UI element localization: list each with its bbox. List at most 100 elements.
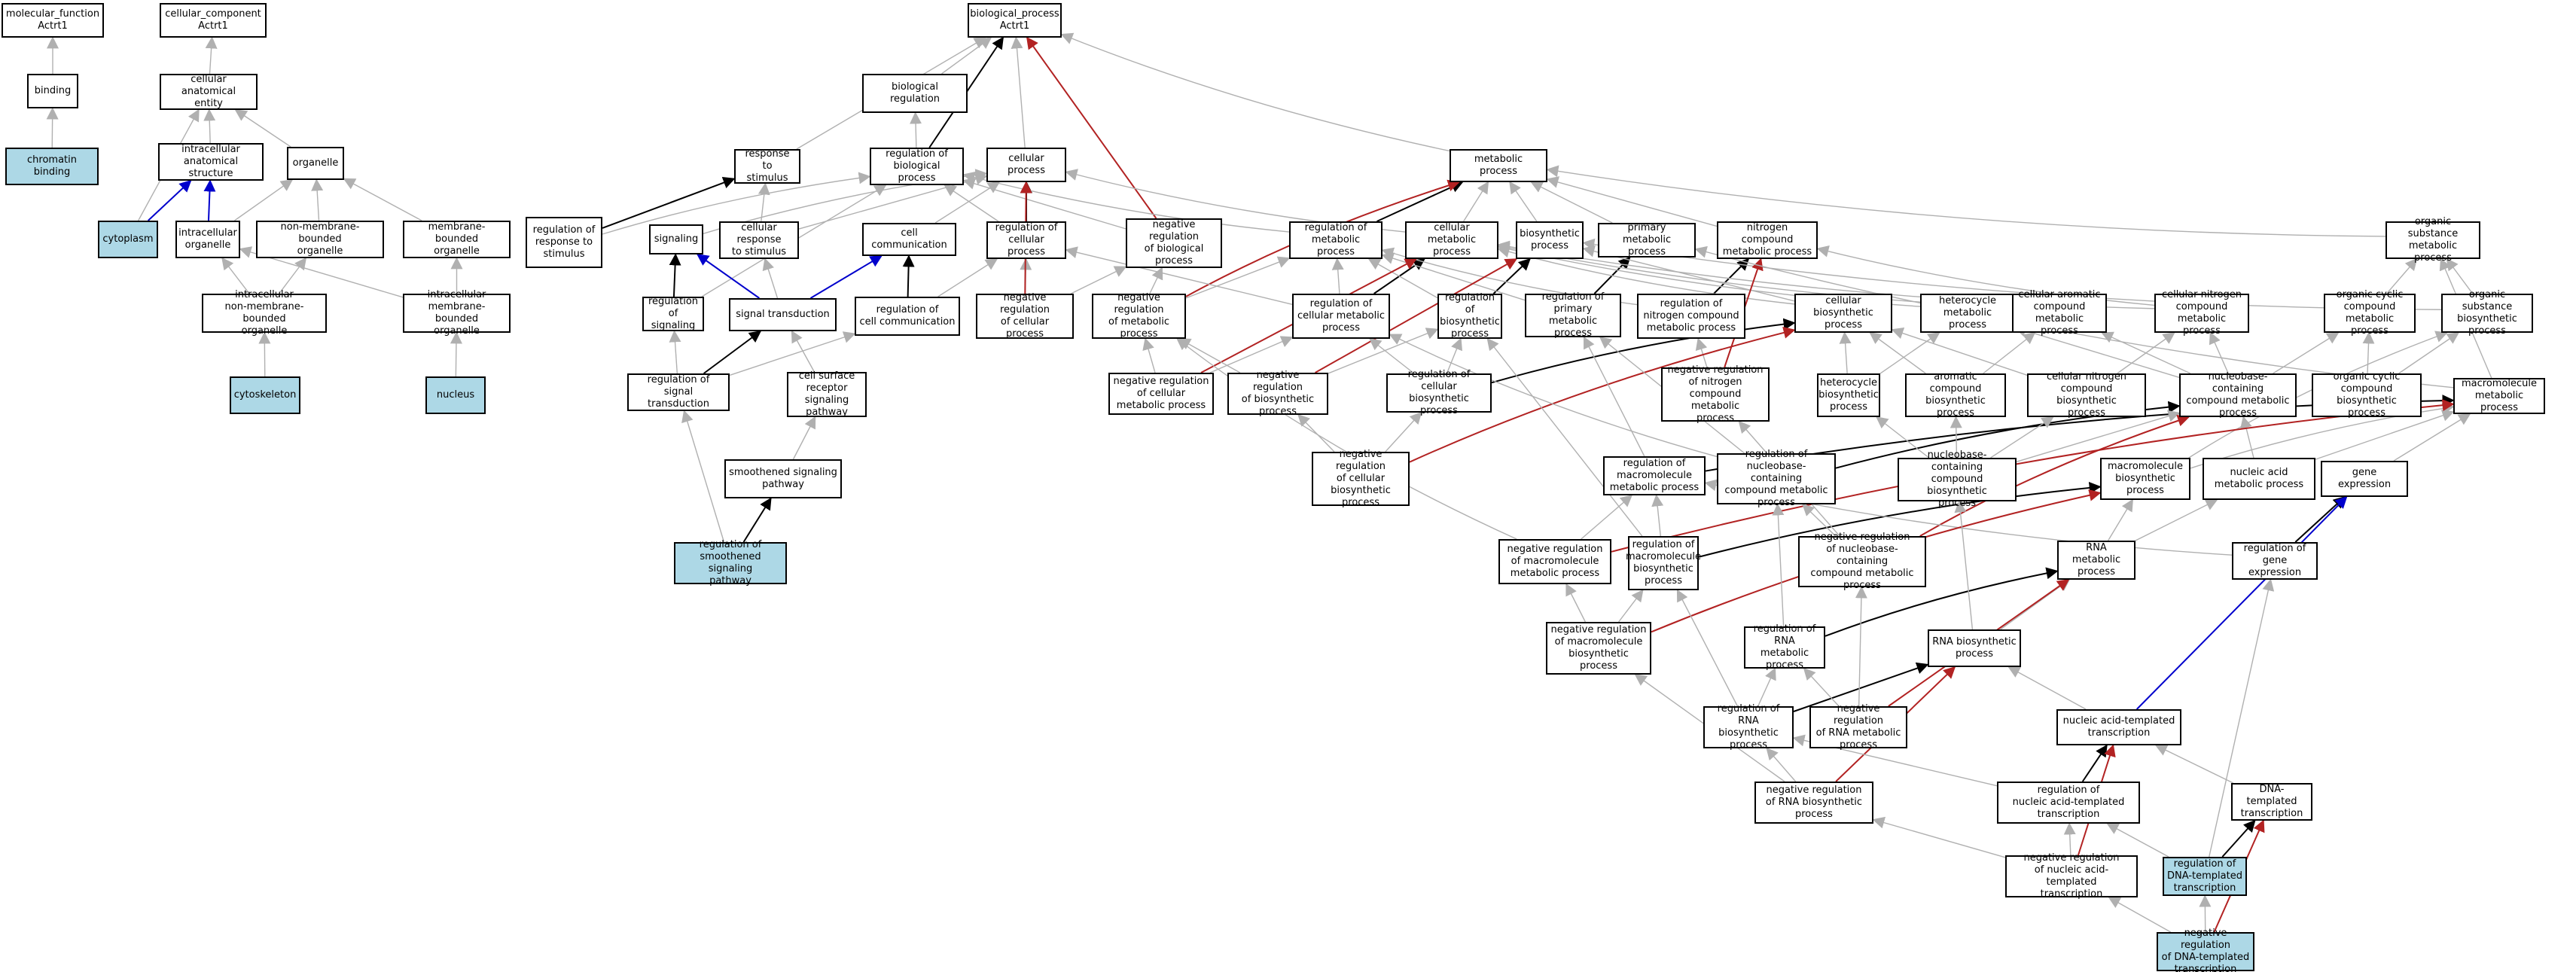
go-term-dtt[interactable]: DNA-templated transcription <box>2231 783 2312 821</box>
go-term-crs[interactable]: cellular response to stimulus <box>719 221 799 259</box>
edge-is-a-rmacrobp-to-rmacromp <box>1651 494 1664 537</box>
go-term-cell-comm[interactable]: cell communication <box>862 223 956 256</box>
go-term-nrmacromp[interactable]: negative regulation of macromolecule met… <box>1498 539 1611 584</box>
go-term-nrbp[interactable]: negative regulation of biological proces… <box>1126 218 1222 268</box>
go-term-acbp[interactable]: aromatic compound biosynthetic process <box>1905 371 2006 419</box>
go-term-cytoskeleton[interactable]: cytoskeleton <box>230 376 300 414</box>
go-term-rmacrobp[interactable]: regulation of macromolecule biosynthetic… <box>1626 536 1701 590</box>
go-term-rnamp[interactable]: RNA metabolic process <box>2057 541 2135 580</box>
go-term-io[interactable]: intracellular organelle <box>175 221 240 258</box>
go-term-rmacromp[interactable]: regulation of macromolecule metabolic pr… <box>1603 456 1706 495</box>
edge-regulates-rmacrobp-to-macrobp <box>1698 481 2102 558</box>
go-term-cncbp[interactable]: cellular nitrogen compound biosynthetic … <box>2027 371 2146 419</box>
go-term-rnabp[interactable]: RNA biosynthetic process <box>1928 629 2021 667</box>
go-term-rsig[interactable]: regulation of signaling <box>642 296 704 331</box>
go-term-sig-trans[interactable]: signal transduction <box>729 298 837 331</box>
go-term-nbccbp[interactable]: nucleobase-containing compound biosynthe… <box>1898 449 2017 509</box>
go-term-rssp[interactable]: regulation of smoothened signaling pathw… <box>674 539 787 587</box>
go-term-mbo[interactable]: membrane-bounded organelle <box>403 221 511 258</box>
go-term-ias[interactable]: intracellular anatomical structure <box>158 143 264 181</box>
go-term-rncmp[interactable]: regulation of nitrogen compound metaboli… <box>1637 294 1745 339</box>
go-term-rmp[interactable]: regulation of metabolic process <box>1289 221 1383 259</box>
go-term-occbp[interactable]: organic cyclic compound biosynthetic pro… <box>2312 371 2422 419</box>
edge-is-a-rdtt-to-rge <box>2209 578 2275 858</box>
go-term-cacmp[interactable]: cellular aromatic compound metabolic pro… <box>2012 289 2107 337</box>
go-term-nrbsp[interactable]: negative regulation of biosynthetic proc… <box>1227 370 1328 417</box>
go-term-signaling[interactable]: signaling <box>649 224 703 254</box>
go-term-nbccmp[interactable]: nucleobase-containing compound metabolic… <box>2179 371 2297 419</box>
edge-is-a-nrcmp-to-rcmp <box>1209 336 1294 373</box>
go-term-nrnbccmp[interactable]: negative regulation of nucleobase-contai… <box>1798 532 1926 591</box>
go-term-osmp[interactable]: organic substance metabolic process <box>2385 216 2480 264</box>
go-term-rge[interactable]: regulation of gene expression <box>2232 542 2318 580</box>
go-term-cncmp[interactable]: cellular nitrogen compound metabolic pro… <box>2154 289 2249 337</box>
go-term-imbo[interactable]: intracellular membrane-bounded organelle <box>403 289 511 337</box>
go-term-macromp[interactable]: macromolecule metabolic process <box>2453 378 2545 414</box>
go-term-organelle[interactable]: organelle <box>287 147 344 180</box>
go-term-nrdtt[interactable]: negative regulation of DNA-templated tra… <box>2157 928 2254 972</box>
go-term-rcc[interactable]: regulation of cell communication <box>855 297 960 336</box>
edge-is-a-occbp-to-occmp <box>2362 331 2375 374</box>
edge-is-a-rnabp-to-nbccbp <box>1954 500 1974 630</box>
go-term-cytoplasm[interactable]: cytoplasm <box>98 221 158 258</box>
go-term-namp[interactable]: nucleic acid metabolic process <box>2203 458 2315 500</box>
go-term-rrs[interactable]: regulation of response to stimulus <box>526 217 602 268</box>
edge-is-a-nrcbp-to-rcbp <box>1385 411 1422 452</box>
edge-is-a-namp-to-macromp <box>2315 410 2455 460</box>
go-term-cc[interactable]: cellular_component Actrt1 <box>160 3 267 38</box>
go-term-cbp[interactable]: cellular biosynthetic process <box>1794 294 1892 333</box>
go-term-nrcp[interactable]: negative regulation of cellular process <box>976 292 1074 340</box>
go-term-nrmacrobp[interactable]: negative regulation of macromolecule bio… <box>1546 622 1651 675</box>
go-term-nrrnabp[interactable]: negative regulation of RNA biosynthetic … <box>1754 782 1873 824</box>
go-term-biosyn[interactable]: biosynthetic process <box>1516 221 1584 259</box>
go-term-gene-expr[interactable]: gene expression <box>2321 461 2408 497</box>
go-term-binding[interactable]: binding <box>27 74 78 108</box>
go-term-nrncmp[interactable]: negative regulation of nitrogen compound… <box>1661 364 1770 424</box>
go-term-nrcmp[interactable]: negative regulation of cellular metaboli… <box>1108 373 1214 415</box>
go-term-pmp[interactable]: primary metabolic process <box>1598 222 1696 257</box>
go-term-rcmp[interactable]: regulation of cellular metabolic process <box>1292 294 1390 339</box>
go-term-nrmp[interactable]: negative regulation of metabolic process <box>1092 292 1186 340</box>
go-term-hmp[interactable]: heterocycle metabolic process <box>1920 294 2015 333</box>
go-term-rdtt[interactable]: regulation of DNA-templated transcriptio… <box>2163 857 2247 896</box>
go-term-cae[interactable]: cellular anatomical entity <box>160 74 258 110</box>
go-term-nrnatt[interactable]: negative regulation of nucleic acid-temp… <box>2005 852 2138 900</box>
go-term-cmp[interactable]: cellular metabolic process <box>1405 221 1498 259</box>
go-term-rrnamp[interactable]: regulation of RNA metabolic process <box>1744 623 1825 671</box>
go-term-mp[interactable]: metabolic process <box>1450 149 1547 182</box>
go-term-bio-reg[interactable]: biological regulation <box>862 74 968 113</box>
go-term-rbsp[interactable]: regulation of biosynthetic process <box>1437 292 1502 340</box>
go-term-chromatin-binding[interactable]: chromatin binding <box>5 148 99 185</box>
go-term-rbp[interactable]: regulation of biological process <box>870 148 964 185</box>
go-term-rst[interactable]: regulation of signal transduction <box>627 373 730 411</box>
go-term-rrnabp[interactable]: regulation of RNA biosynthetic process <box>1703 703 1794 751</box>
go-term-rcp[interactable]: regulation of cellular process <box>986 221 1066 259</box>
go-term-nrrnamp[interactable]: negative regulation of RNA metabolic pro… <box>1809 703 1907 751</box>
go-term-rcbp[interactable]: regulation of cellular biosynthetic proc… <box>1386 369 1492 416</box>
go-term-ncmp[interactable]: nitrogen compound metabolic process <box>1717 221 1818 259</box>
go-term-macrobp[interactable]: macromolecule biosynthetic process <box>2100 458 2190 500</box>
edge-is-a-nrnatt-to-nrrnabp <box>1872 816 2006 858</box>
edge-is-a-cp-to-bp <box>1011 36 1026 148</box>
edge-is-a-nbccmp-to-cncmp <box>2209 331 2229 374</box>
go-term-nrcbp[interactable]: negative regulation of cellular biosynth… <box>1312 449 1410 508</box>
go-term-hbp[interactable]: heterocycle biosynthetic process <box>1817 373 1880 417</box>
go-term-inmbo[interactable]: intracellular non-membrane-bounded organ… <box>202 289 327 337</box>
go-term-csrsp[interactable]: cell surface receptor signaling pathway <box>787 370 867 418</box>
edge-is-a-natt-to-rnabp <box>2007 666 2087 710</box>
go-term-rnatt[interactable]: regulation of nucleic acid-templated tra… <box>1997 782 2140 824</box>
edge-is-a-nrmp-to-rmp <box>1185 256 1291 299</box>
go-term-ssp[interactable]: smoothened signaling pathway <box>724 459 842 498</box>
go-term-cp[interactable]: cellular process <box>986 148 1066 182</box>
go-term-nmbo[interactable]: non-membrane-bounded organelle <box>256 221 384 258</box>
go-term-osbp[interactable]: organic substance biosynthetic process <box>2441 289 2533 337</box>
edge-is-a-pmp-to-mp <box>1530 181 1613 224</box>
go-term-mf[interactable]: molecular_function Actrt1 <box>2 3 104 38</box>
go-term-bp[interactable]: biological_process Actrt1 <box>968 3 1062 38</box>
go-term-nucleus[interactable]: nucleus <box>425 376 486 414</box>
go-term-rts[interactable]: response to stimulus <box>734 148 800 184</box>
go-term-occmp[interactable]: organic cyclic compound metabolic proces… <box>2324 289 2416 337</box>
go-term-rnbccmp[interactable]: regulation of nucleobase-containing comp… <box>1717 449 1836 508</box>
go-term-natt[interactable]: nucleic acid-templated transcription <box>2056 709 2181 745</box>
go-term-rpmp[interactable]: regulation of primary metabolic process <box>1525 291 1621 339</box>
